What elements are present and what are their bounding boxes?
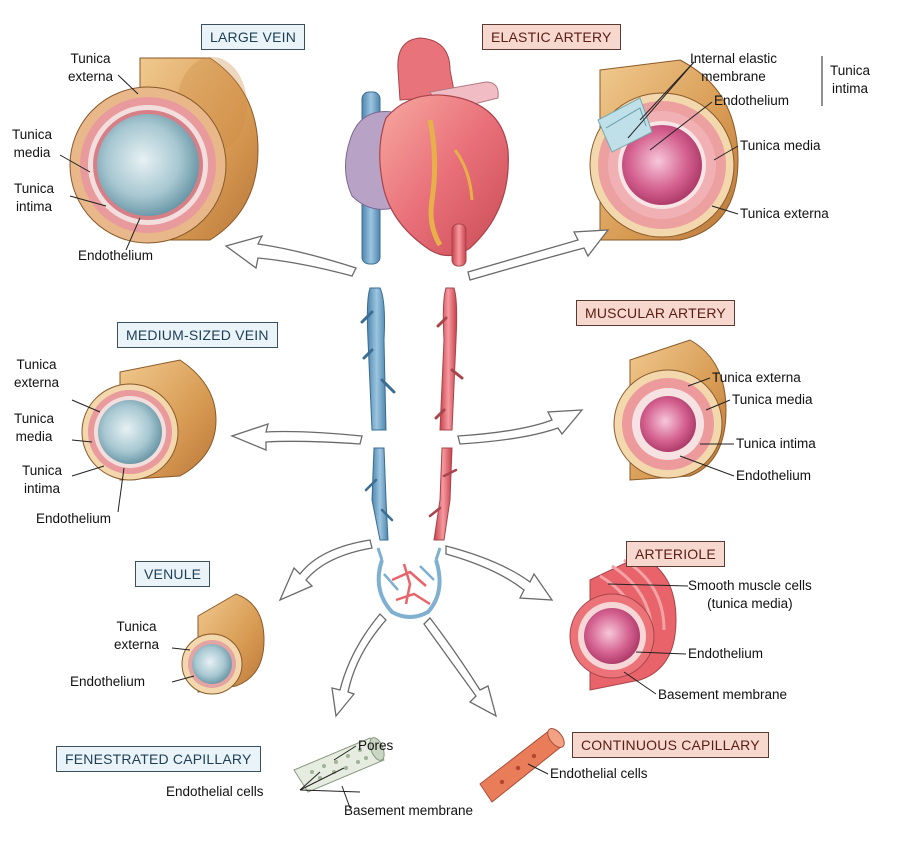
muscular-artery-endothelium-label: Endothelium [736, 468, 812, 483]
venule-title: VENULE [135, 561, 211, 587]
arrow-to-continuous-capillary [423, 617, 498, 718]
continuous-endothelial-cells-label: Endothelial cells [550, 766, 648, 781]
leader-lines [59, 56, 823, 809]
fenestrated-capillary-title: FENESTRATED CAPILLARY [56, 746, 261, 772]
continuous-capillary-illustration [479, 728, 565, 803]
arteriole-endothelium-label: Endothelium [688, 646, 764, 661]
medium-vein-illustration [81, 359, 217, 481]
elastic-artery-media-label: Tunica media [740, 138, 821, 153]
medium-vein-endothelium-label: Endothelium [36, 511, 112, 526]
fenestrated-pores-label: Pores [358, 738, 394, 753]
arteriole-title: ARTERIOLE [626, 541, 725, 567]
arteriole-smc-label: Smooth muscle cells(tunica media) [688, 578, 812, 611]
elastic-artery-title: ELASTIC ARTERY [482, 24, 621, 50]
muscular-artery-media-label: Tunica media [732, 392, 813, 407]
arrow-to-venule [278, 539, 373, 602]
central-vein-branches [360, 287, 396, 541]
capillary-bed [376, 547, 442, 619]
muscular-artery-externa-label: Tunica externa [712, 370, 801, 385]
large-vein-endothelium-label: Endothelium [78, 248, 154, 263]
central-artery-branches [428, 287, 464, 541]
elastic-artery-illustration [589, 59, 739, 241]
fenestrated-capillary-illustration [293, 737, 385, 793]
fenestrated-basement-label: Basement membrane [344, 803, 474, 818]
arrow-to-medium-vein [230, 423, 363, 451]
muscular-artery-title: MUSCULAR ARTERY [576, 300, 735, 326]
arrow-to-large-vein [224, 234, 357, 277]
arteriole-illustration [569, 555, 677, 691]
venule-illustration [181, 593, 265, 695]
muscular-artery-illustration [613, 339, 727, 481]
arrow-to-fenestrated-capillary [331, 613, 387, 718]
arteriole-basement-label: Basement membrane [658, 687, 788, 702]
elastic-artery-externa-label: Tunica externa [740, 206, 829, 221]
venule-endothelium-label: Endothelium [70, 674, 146, 689]
continuous-capillary-title: CONTINUOUS CAPILLARY [572, 732, 769, 758]
elastic-artery-endothelium-label: Endothelium [714, 93, 790, 108]
arrow-to-arteriole [445, 545, 554, 601]
medium-vein-title: MEDIUM-SIZED VEIN [117, 322, 278, 348]
fenestrated-endothelial-cells-label: Endothelial cells [166, 784, 264, 799]
arrow-to-elastic-artery [467, 229, 610, 281]
muscular-artery-intima-label: Tunica intima [736, 436, 816, 451]
flow-arrows [224, 229, 610, 718]
arrow-to-muscular-artery [457, 409, 584, 445]
large-vein-title: LARGE VEIN [201, 24, 306, 50]
large-vein-illustration [69, 57, 259, 244]
heart-illustration [345, 37, 509, 267]
